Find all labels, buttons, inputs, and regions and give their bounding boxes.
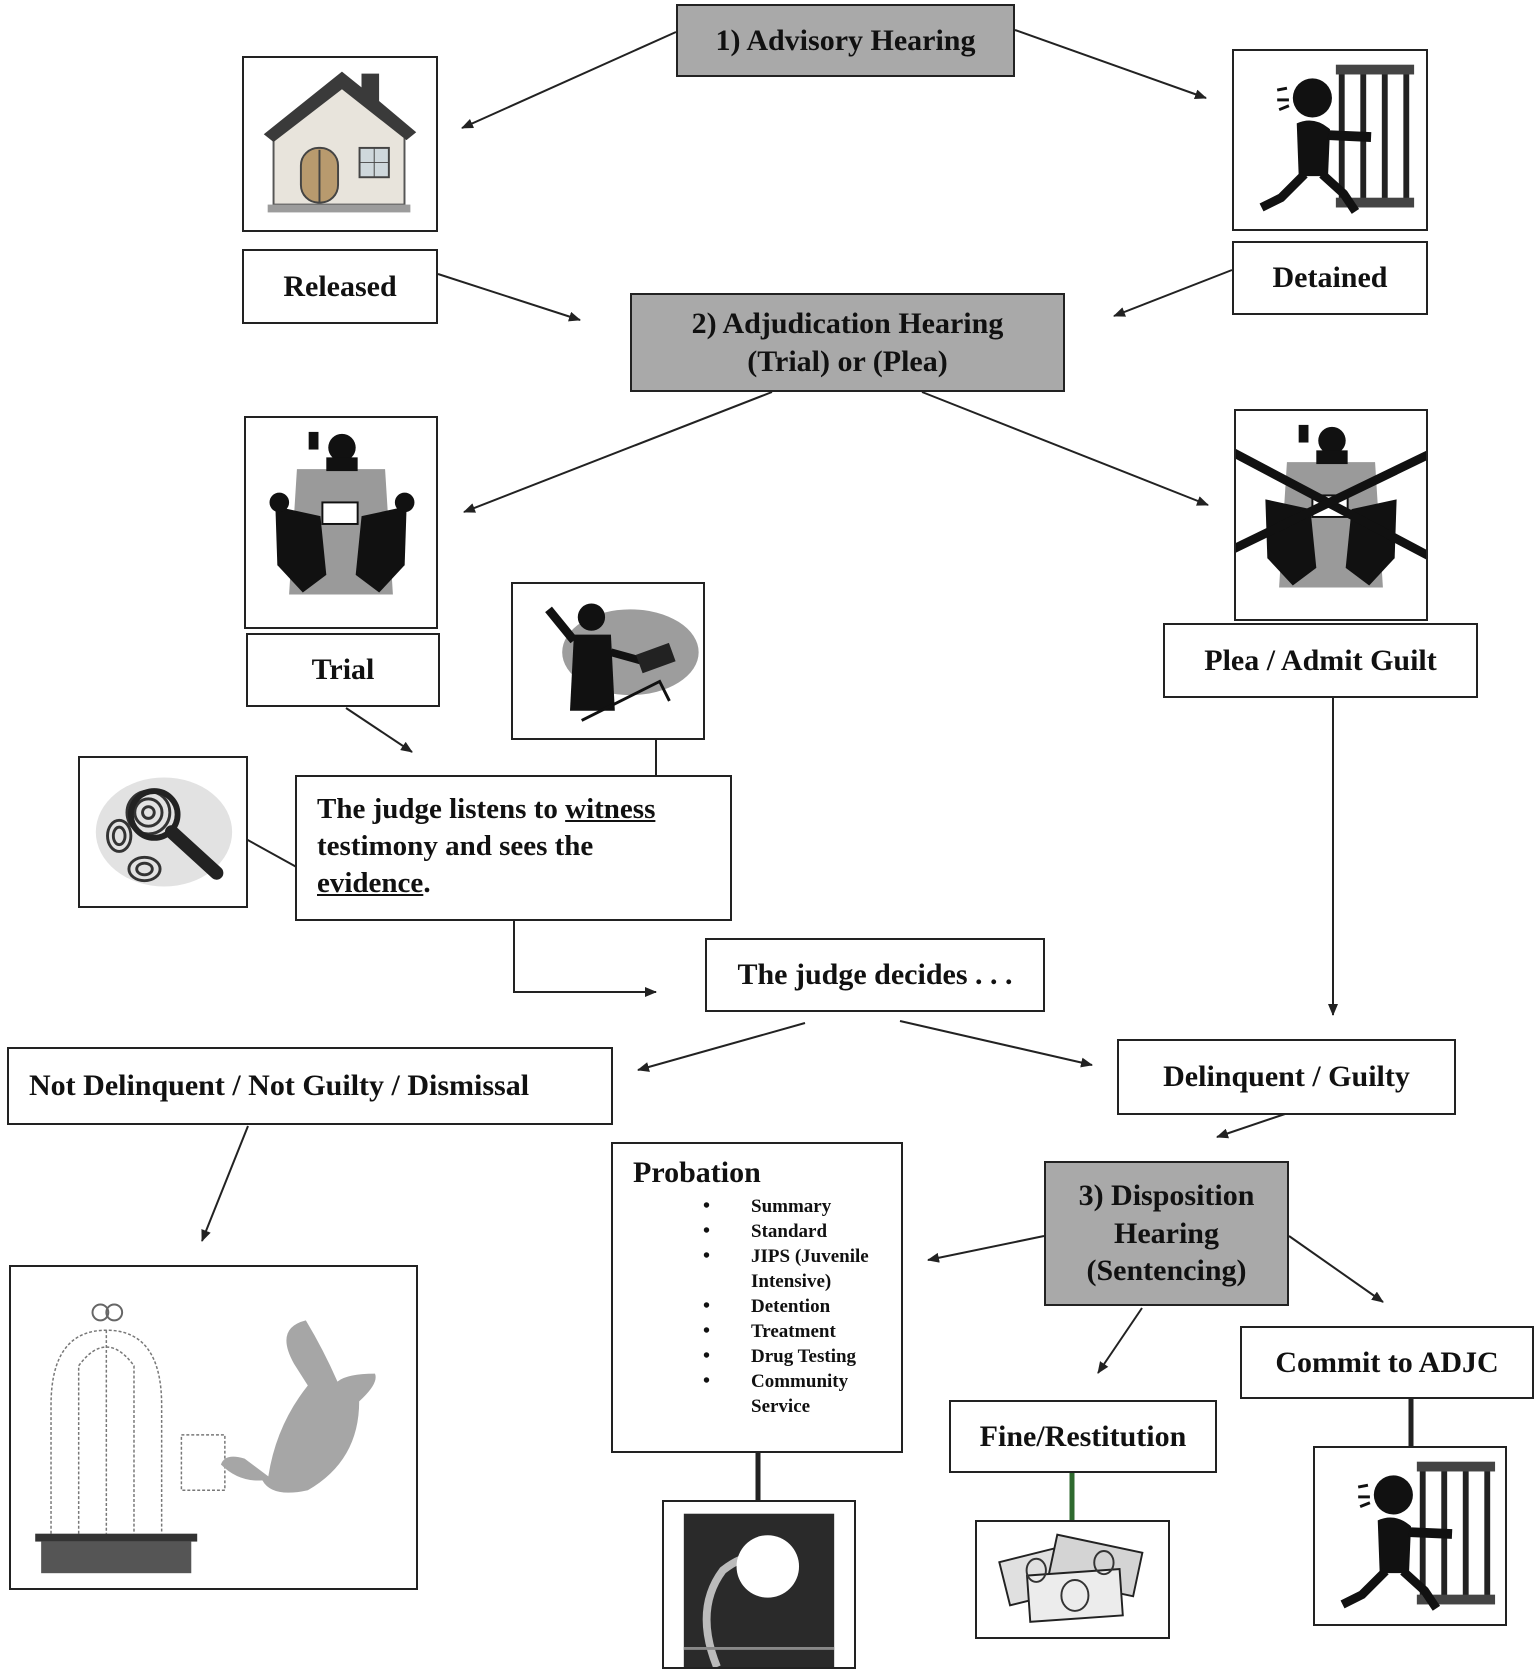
arrow-advisory-detained (1014, 29, 1207, 100)
probation-list: Summary Standard JIPS (Juvenile Intensiv… (633, 1194, 901, 1419)
probation-item: Standard (633, 1219, 901, 1244)
testimony-text-1: The judge listens to (317, 793, 566, 825)
house-picture (242, 56, 438, 232)
detained-box: Detained (1232, 241, 1428, 315)
witness-icon (545, 603, 699, 722)
arrow-adjudication-plea (921, 391, 1209, 506)
probation-item: Community Service (633, 1369, 901, 1419)
adjudication-hearing-sublabel: (Trial) or (Plea) (747, 344, 948, 378)
arrow-disposition-commit (1288, 1235, 1384, 1303)
commit-label: Commit to ADJC (1275, 1345, 1499, 1379)
fingerprint-magnifier-icon (95, 777, 233, 887)
probation-item: Summary (633, 1194, 901, 1219)
testimony-evidence-word: evidence (317, 867, 424, 899)
house-icon (263, 71, 417, 213)
probation-item: Drug Testing (633, 1344, 901, 1369)
arrow-released-adjudication (437, 273, 581, 322)
probation-item: Treatment (633, 1319, 901, 1344)
disposition-hearing-label-2: Hearing (1114, 1216, 1219, 1250)
courtroom-crossed-icon (1236, 424, 1426, 588)
bird-cage-freedom-icon (35, 1303, 376, 1574)
testimony-box: The judge listens to witness testimony a… (295, 775, 732, 921)
arrow-advisory-released (461, 31, 677, 129)
testimony-period: . (423, 867, 431, 899)
adjudication-hearing-box: 2) Adjudication Hearing (Trial) or (Plea… (630, 293, 1065, 392)
evidence-picture (78, 756, 248, 908)
arrow-disposition-probation (927, 1235, 1045, 1263)
not-guilty-label: Not Delinquent / Not Guilty / Dismissal (29, 1069, 530, 1102)
adjudication-hearing-label: 2) Adjudication Hearing (691, 307, 1004, 340)
fine-box: Fine/Restitution (949, 1400, 1217, 1473)
released-label: Released (283, 269, 397, 303)
trial-box: Trial (246, 633, 440, 707)
advisory-hearing-label: 1) Advisory Hearing (715, 23, 976, 57)
arrow-disposition-fine (1097, 1307, 1143, 1374)
testimony-witness-word: witness (565, 793, 656, 825)
disposition-hearing-label: 3) Disposition (1078, 1179, 1255, 1213)
judge-decides-label: The judge decides . . . (737, 958, 1013, 991)
arrow-detained-adjudication (1113, 269, 1233, 317)
probation-picture (662, 1500, 856, 1669)
arrow-adjudication-trial (463, 391, 773, 513)
guilty-label: Delinquent / Guilty (1163, 1060, 1410, 1093)
not-guilty-box: Not Delinquent / Not Guilty / Dismissal (7, 1047, 613, 1125)
arrow-notguilty-cage (201, 1125, 249, 1242)
arrow-decides-guilty (899, 1020, 1093, 1068)
advisory-hearing-box: 1) Advisory Hearing (676, 4, 1015, 77)
disposition-hearing-box: 3) Disposition Hearing (Sentencing) (1044, 1161, 1289, 1306)
jail-prisoner-icon (1340, 1461, 1496, 1611)
guilty-box: Delinquent / Guilty (1117, 1039, 1456, 1115)
probation-item: JIPS (Juvenile Intensive) (633, 1244, 901, 1294)
commit-box: Commit to ADJC (1240, 1326, 1534, 1399)
bird-cage-picture (9, 1265, 418, 1590)
arrow-guilty-disposition (1216, 1113, 1286, 1139)
arrow-testimony-decides (513, 921, 657, 997)
money-icon (998, 1533, 1144, 1623)
money-picture (975, 1520, 1170, 1639)
arrow-decides-notguilty (637, 1022, 806, 1072)
arrow-trial-testimony (345, 707, 413, 753)
plea-box: Plea / Admit Guilt (1163, 623, 1478, 698)
disposition-hearing-sublabel: (Sentencing) (1086, 1254, 1247, 1288)
judge-decides-box: The judge decides . . . (705, 938, 1045, 1012)
trial-label: Trial (311, 653, 375, 686)
released-box: Released (242, 249, 438, 324)
fine-label: Fine/Restitution (979, 1419, 1187, 1453)
courtroom-icon (269, 431, 415, 595)
commit-jail-picture (1313, 1446, 1507, 1626)
testimony-text-2: testimony and sees the (317, 830, 594, 862)
plea-picture (1234, 409, 1428, 621)
witness-picture (511, 582, 705, 740)
probation-item: Detention (633, 1294, 901, 1319)
probation-image-icon (683, 1513, 835, 1667)
detained-picture (1232, 49, 1428, 231)
probation-box: Probation Summary Standard JIPS (Juvenil… (611, 1142, 903, 1453)
plea-label: Plea / Admit Guilt (1204, 643, 1437, 677)
detained-label: Detained (1272, 261, 1388, 294)
jail-prisoner-icon (1259, 64, 1415, 214)
probation-title: Probation (633, 1156, 761, 1189)
trial-picture (244, 416, 438, 629)
